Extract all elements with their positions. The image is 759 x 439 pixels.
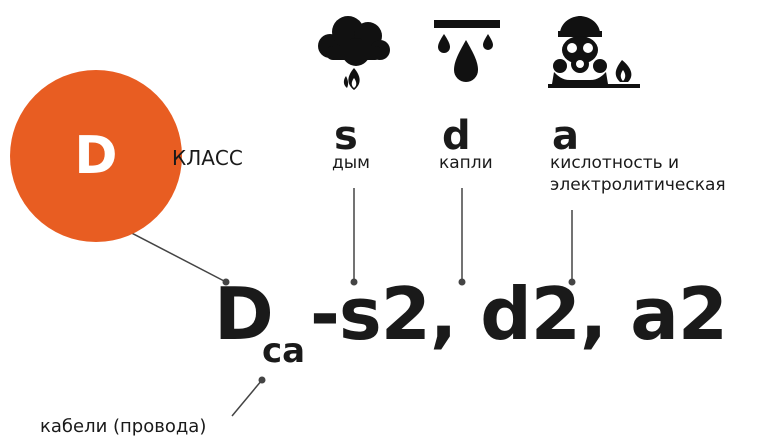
dripping-droplets-icon [434,20,500,82]
param-letter-a: a [552,113,579,159]
class-label: КЛАСС [172,146,243,170]
param-letter-s: s [334,113,358,159]
class-letter: D [74,126,118,186]
classification-code-subscript: ca [262,331,306,371]
param-desc-droplets: капли [439,153,493,173]
classification-code-main: D [214,272,274,356]
smoke-cloud-fire-icon [318,16,390,90]
param-desc-acidity-line1: кислотность и [550,153,680,173]
gas-mask-fire-icon [548,16,640,88]
classification-code-rest: -s2, d2, a2 [310,272,728,356]
param-desc-smoke: дым [332,153,371,173]
param-letter-d: d [442,113,471,159]
param-desc-acidity-line2: электролитическая [550,175,726,195]
cable-label: кабели (провода) [40,416,207,437]
class-circle: D [10,70,182,242]
